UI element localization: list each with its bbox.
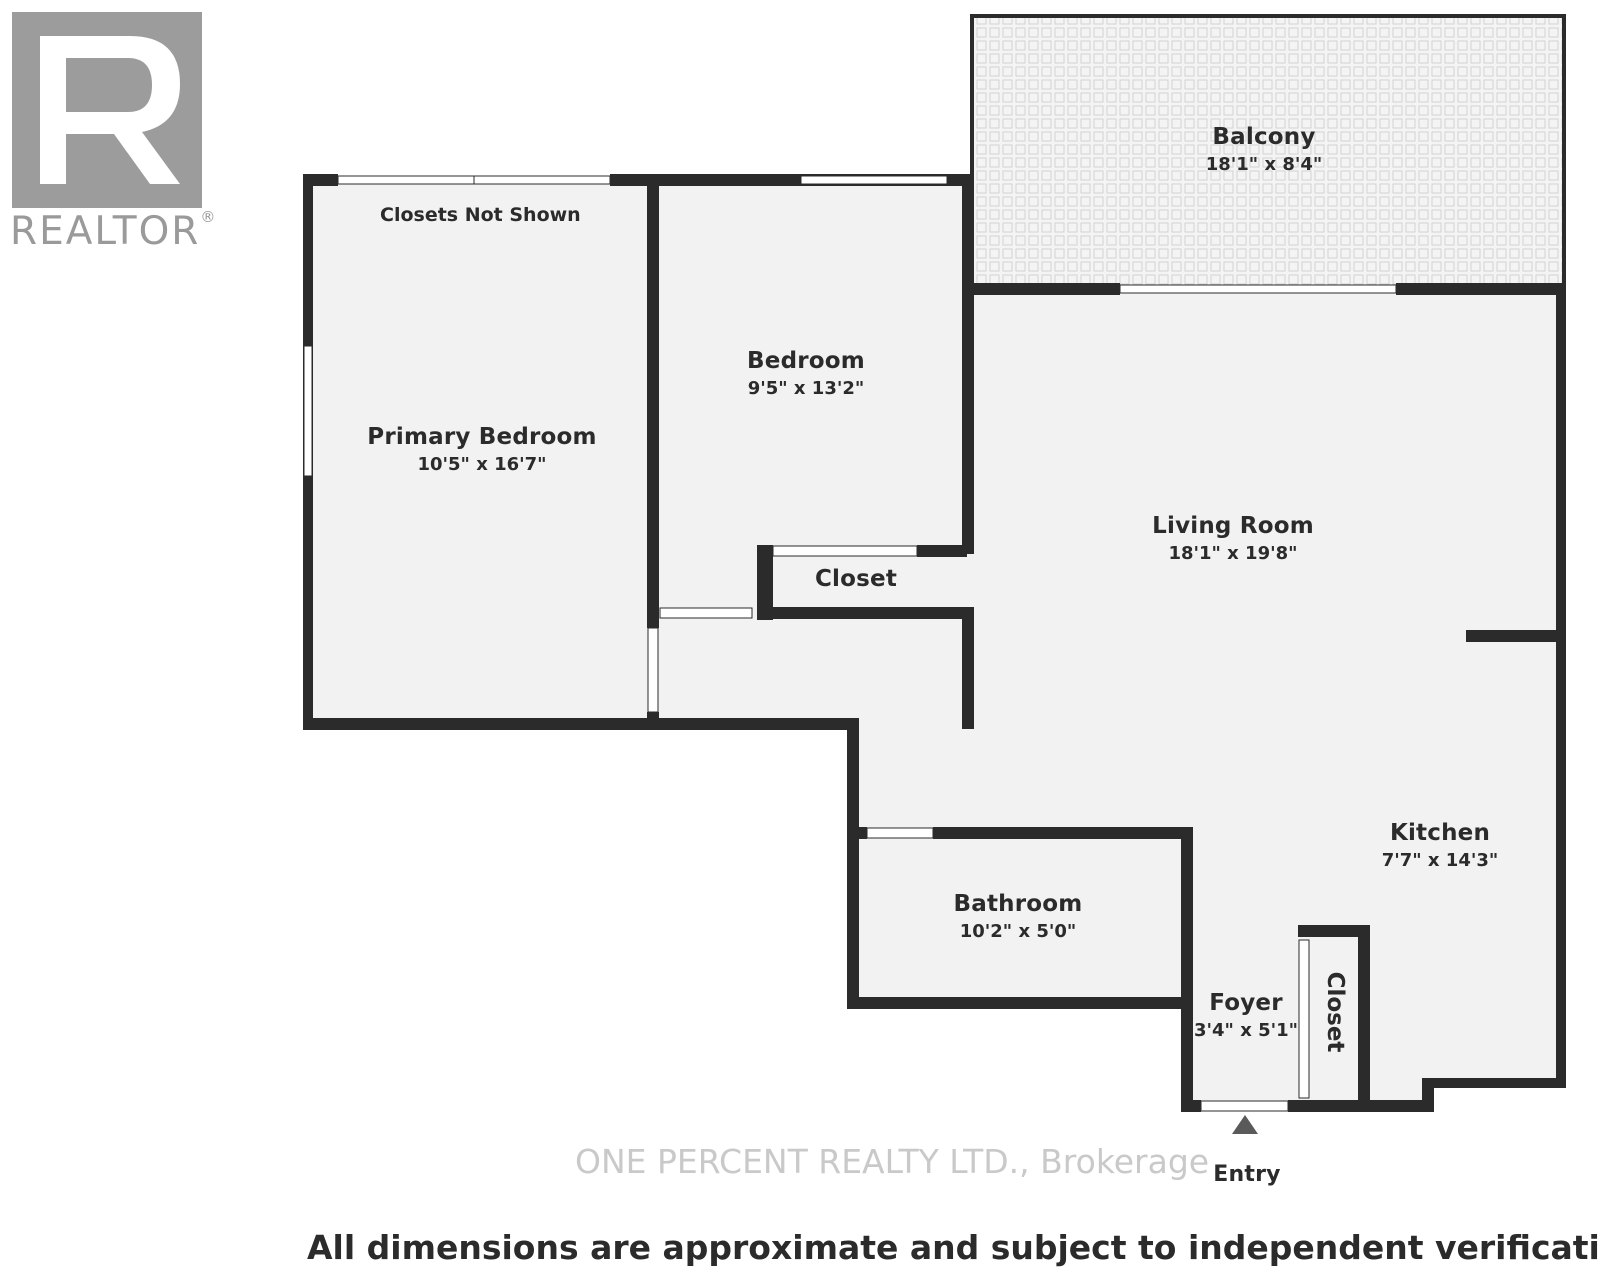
door: [1200, 1100, 1289, 1112]
realtor-logo-icon: [12, 12, 202, 208]
room-label-bedroom: Bedroom 9'5" x 13'2": [747, 348, 865, 399]
realtor-logo-text: REALTOR®: [10, 208, 216, 254]
door: [866, 827, 934, 839]
room-label-primary-bedroom: Primary Bedroom 10'5" x 16'7": [367, 424, 597, 475]
door: [659, 607, 753, 619]
room-label-living-room: Living Room 18'1" x 19'8": [1152, 513, 1314, 564]
window: [303, 345, 313, 477]
brokerage-watermark: ONE PERCENT REALTY LTD., Brokerage: [575, 1140, 1335, 1184]
closets-note: Closets Not Shown: [380, 204, 581, 226]
disclaimer: All dimensions are approximate and subje…: [307, 1228, 1600, 1267]
entry-arrow-icon: [1232, 1115, 1258, 1134]
room-label-balcony: Balcony 18'1" x 8'4": [1205, 124, 1323, 175]
room-label-bathroom: Bathroom 10'2" x 5'0": [953, 891, 1083, 942]
entry-label: Entry: [1213, 1162, 1281, 1187]
room-label-kitchen: Kitchen 7'7" x 14'3": [1381, 820, 1499, 871]
door: [1119, 284, 1397, 294]
openings: [303, 175, 1397, 1112]
floor-fills: [310, 16, 1566, 1102]
door: [1298, 939, 1310, 1099]
window: [800, 175, 948, 185]
door: [772, 545, 918, 557]
room-label-closet-bedroom: Closet: [814, 566, 898, 592]
door: [647, 627, 659, 713]
room-label-closet-foyer: Closet: [1322, 971, 1348, 1053]
room-label-foyer: Foyer 3'4" x 5'1": [1193, 990, 1299, 1041]
